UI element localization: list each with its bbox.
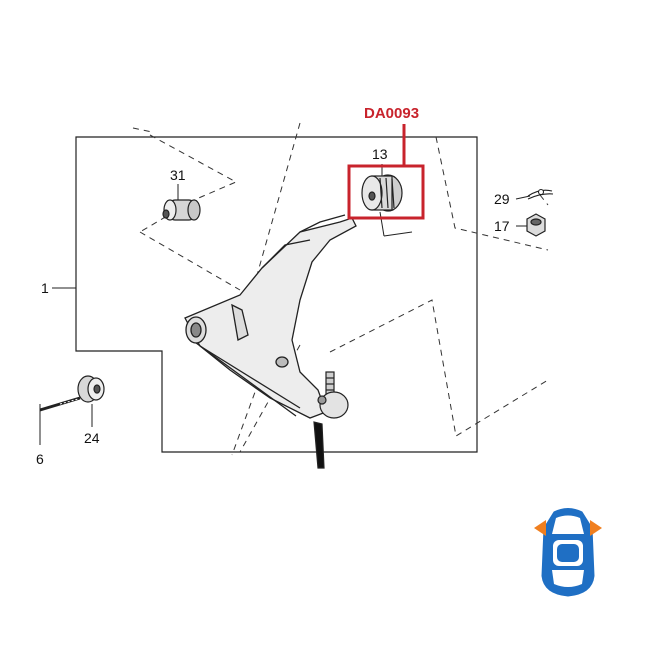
assembly-frame — [75, 136, 478, 453]
bushing-part-13 — [361, 174, 403, 212]
part-number-29: 29 — [494, 191, 510, 207]
bushing-part-24 — [77, 375, 105, 403]
part-number-13: 13 — [372, 146, 388, 162]
car-top-view-front-axle-icon — [534, 508, 602, 597]
part-number-6: 6 — [36, 451, 44, 467]
bushing-part-31 — [162, 199, 201, 221]
part-number-1: 1 — [41, 280, 49, 296]
nut-part-17 — [526, 213, 546, 237]
bolt-part-6 — [39, 396, 81, 412]
highlight-box — [347, 164, 425, 220]
part-number-24: 24 — [84, 430, 100, 446]
highlight-marker: DA0093 — [347, 105, 425, 220]
lower-control-arm — [184, 214, 357, 419]
highlight-code-label: DA0093 — [364, 105, 419, 122]
part-number-17: 17 — [494, 218, 510, 234]
cotter-pin-part-29 — [527, 188, 554, 200]
ball-joint — [313, 371, 349, 469]
part-number-31: 31 — [170, 167, 186, 183]
